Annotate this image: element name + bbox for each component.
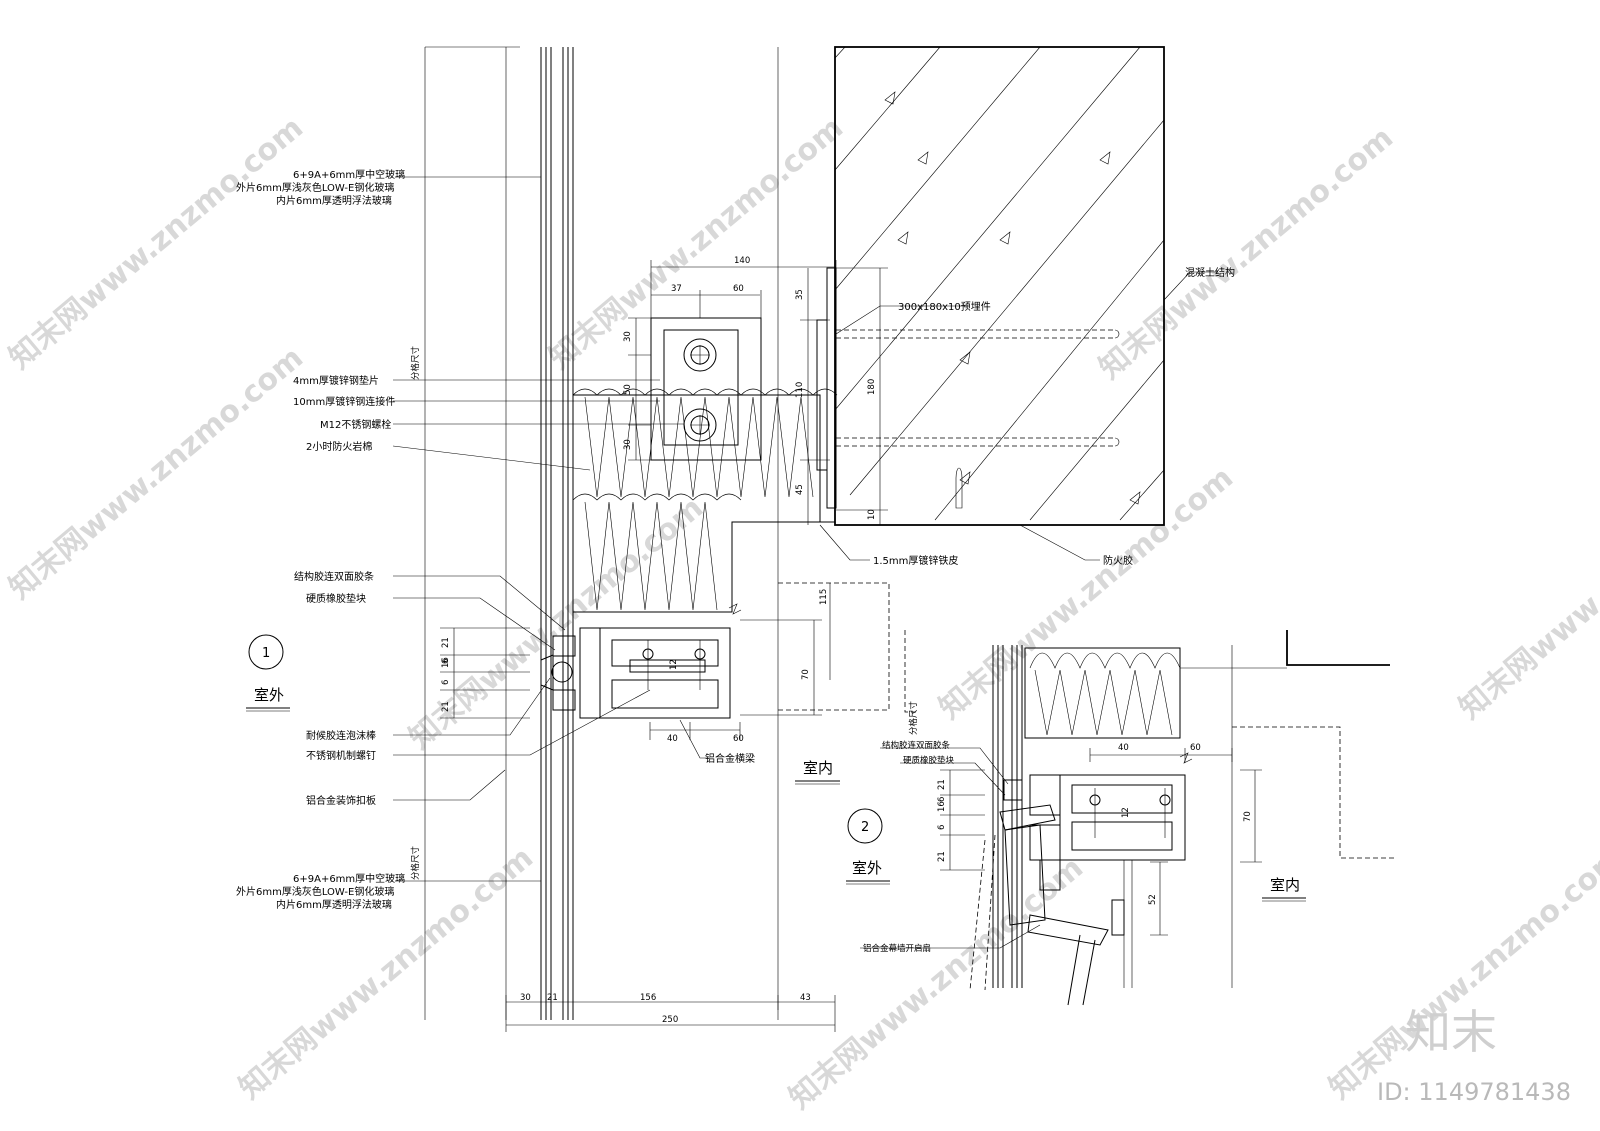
d2-dim-6a: 6 [937,797,947,802]
d2-grid-size: 分格尺寸 [908,700,919,735]
label-fire-sealant: 防火胶 [1103,554,1133,567]
dim-b21: 21 [547,993,558,1003]
watermark-10: 知末网www.znzmo.com [1453,460,1600,726]
watermark-5: 知末网www.znzmo.com [1093,120,1400,386]
d2-label-vent: 铝合金幕墙开启扇 [863,943,931,954]
dim-b156: 156 [640,993,656,1003]
label-rubber-block: 硬质橡胶垫块 [306,592,366,605]
label-glass-bottom-1: 6+9A+6mm厚中空玻璃 [293,872,405,885]
detail-2-inside-label: 室内 [1270,876,1300,894]
d2-dim-12: 12 [1121,807,1131,818]
dim-60: 60 [733,284,744,294]
dim-12: 12 [669,659,679,670]
aluminum-transom [540,603,742,719]
label-screw: 不锈钢机制螺钉 [306,749,376,762]
label-cover-plate: 铝合金装饰扣板 [306,794,376,807]
drawing-id: ID: 1149781438 [1377,1078,1571,1106]
d2-dim-6b: 6 [937,825,947,830]
watermark-3: 知末网www.znzmo.com [543,110,850,376]
dim-21a: 21 [441,637,451,648]
dim-60b: 60 [733,734,744,744]
label-concrete: 混凝土结构 [1185,266,1235,279]
dim-37: 37 [671,284,682,294]
label-shim: 4mm厚镀锌钢垫片 [293,374,379,387]
watermark-4: 知末网www.znzmo.com [403,490,710,756]
label-structural-tape: 结构胶连双面胶条 [294,570,374,583]
d2-label-rubber-block: 硬质橡胶垫块 [903,755,955,766]
dim-115: 115 [819,589,829,605]
dim-180: 180 [867,379,877,395]
d2-dim-16: 16 [937,801,947,812]
detail-1-marker [248,634,284,670]
dim-16: 16 [441,657,451,668]
watermark-layer: 知末网www.znzmo.com 知末网www.znzmo.com 知末网www… [3,110,1600,1116]
concrete-slab [834,46,1165,526]
d2-dim-21a: 21 [937,779,947,790]
dim-50: 50 [623,384,633,395]
detail-1-inside-label: 室内 [803,759,833,777]
left-labels: 6+9A+6mm厚中空玻璃 外片6mm厚浅灰色LOW-E钢化玻璃 内片6mm厚透… [236,168,684,911]
detail-2-number: 2 [861,820,869,835]
dim-6a: 6 [441,659,451,664]
right-labels: 混凝土结构 300x180x10预埋件 1.5mm厚镀锌铁皮 防火胶 铝合金横梁 [679,266,1235,765]
dimensions-d1 [440,260,888,740]
label-glass-top-3: 内片6mm厚透明浮法玻璃 [276,194,392,207]
dim-35: 35 [795,289,805,300]
d2-dim-40: 40 [1118,743,1129,753]
d2-dim-70: 70 [1243,811,1253,822]
dim-10: 10 [867,509,877,520]
label-glass-bottom-3: 内片6mm厚透明浮法玻璃 [276,898,392,911]
grid-size-bottom: 分格尺寸 [410,845,421,880]
watermark-2: 知末网www.znzmo.com [3,340,310,606]
dim-30a: 30 [623,331,633,342]
detail-1-number: 1 [262,646,270,661]
dim-21b: 21 [441,701,451,712]
detail-2: 40 60 70 12 52 21 16 6 6 21 分格尺寸 结构胶连双面胶… [846,630,1395,1006]
detail-1-outside-label: 室外 [254,686,284,704]
dim-30b: 30 [623,439,633,450]
d2-dim-52: 52 [1148,894,1158,905]
label-embed: 300x180x10预埋件 [898,301,991,313]
label-connector: 10mm厚镀锌钢连接件 [293,395,395,408]
label-bolt: M12不锈钢螺栓 [320,418,391,431]
brand-mark: 知末 [1405,1005,1497,1059]
dim-b43: 43 [800,993,811,1003]
watermark-6: 知末网www.znzmo.com [933,460,1240,726]
d2-dim-60: 60 [1190,743,1201,753]
label-galv-sheet: 1.5mm厚镀锌铁皮 [873,554,958,567]
label-glass-bottom-2: 外片6mm厚浅灰色LOW-E钢化玻璃 [236,885,394,898]
watermark-9: 知末网www.znzmo.com [1323,840,1600,1106]
detail-1: 140 37 60 35 30 50 30 110 180 45 10 115 … [236,46,1235,1032]
dim-70: 70 [801,669,811,680]
dim-110: 110 [795,382,805,398]
dim-45: 45 [795,484,805,495]
label-weather-seal: 耐候胶连泡沫棒 [306,729,376,742]
dim-b250: 250 [662,1015,678,1025]
dim-6b: 6 [441,680,451,685]
label-glass-top-1: 6+9A+6mm厚中空玻璃 [293,168,405,181]
watermark-1: 知末网www.znzmo.com [3,110,310,376]
opening-sash [969,824,1125,1006]
dim-140: 140 [734,256,750,266]
d2-dim-21b: 21 [937,851,947,862]
d2-label-structural-tape: 结构胶连双面胶条 [882,740,951,751]
dim-b30: 30 [520,993,531,1003]
dim-40: 40 [667,734,678,744]
grid-size-top: 分格尺寸 [410,345,421,380]
label-glass-top-2: 外片6mm厚浅灰色LOW-E钢化玻璃 [236,181,394,194]
detail-2-outside-label: 室外 [852,859,882,877]
detail-2-marker [847,808,883,844]
label-transom: 铝合金横梁 [705,752,755,765]
label-rockwool: 2小时防火岩棉 [306,440,372,453]
